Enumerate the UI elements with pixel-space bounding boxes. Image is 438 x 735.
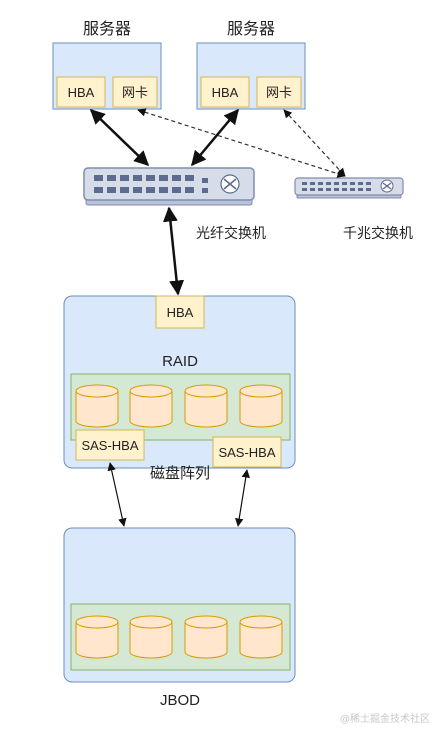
jbod-disk-4 bbox=[239, 615, 283, 659]
raid-array: HBA RAID SAS-HBA SAS-HBA 磁盘阵列 bbox=[63, 295, 296, 482]
link-server2-hba-fiber bbox=[191, 108, 239, 167]
server-1: 服务器 HBA 网卡 bbox=[52, 19, 162, 110]
fiber-switch-label: 光纤交换机 bbox=[196, 225, 266, 242]
server-2-nic-label: 网卡 bbox=[266, 85, 292, 100]
raid-disks bbox=[75, 384, 283, 428]
link-server1-nic-gigabit bbox=[137, 108, 346, 178]
link-fiber-raid bbox=[162, 206, 185, 296]
link-server2-nic-gigabit bbox=[283, 109, 346, 177]
server-1-title: 服务器 bbox=[83, 19, 131, 38]
server-2-title: 服务器 bbox=[227, 19, 275, 38]
server-1-nic-label: 网卡 bbox=[122, 85, 148, 100]
raid-hba-label: HBA bbox=[167, 305, 194, 320]
raid-disk-1 bbox=[75, 384, 119, 428]
link-sas-right-jbod bbox=[235, 469, 250, 527]
raid-label: RAID bbox=[162, 353, 198, 370]
server-2-hba bbox=[200, 76, 250, 108]
raid-sas-hba-left-label: SAS-HBA bbox=[81, 438, 138, 453]
raid-sas-hba-right-label: SAS-HBA bbox=[218, 445, 275, 460]
server-2: 服务器 HBA 网卡 bbox=[196, 19, 306, 110]
server-1-nic bbox=[112, 76, 158, 108]
raid-sas-hba-right bbox=[212, 436, 282, 468]
raid-disk-3 bbox=[184, 384, 228, 428]
server-1-hba bbox=[56, 76, 106, 108]
jbod: JBOD bbox=[63, 527, 296, 709]
gigabit-switch-label: 千兆交换机 bbox=[343, 225, 413, 242]
gigabit-switch: 千兆交换机 bbox=[294, 177, 413, 242]
server-2-hba-label: HBA bbox=[212, 85, 239, 100]
raid-hba bbox=[155, 295, 205, 329]
server-1-hba-label: HBA bbox=[68, 85, 95, 100]
raid-sas-hba-left bbox=[75, 429, 145, 461]
jbod-disk-3 bbox=[184, 615, 228, 659]
server-2-nic bbox=[256, 76, 302, 108]
jbod-disk-1 bbox=[75, 615, 119, 659]
raid-disk-4 bbox=[239, 384, 283, 428]
gigabit-switch-ports bbox=[302, 182, 371, 191]
fiber-switch: 光纤交换机 bbox=[83, 167, 266, 242]
raid-disk-2 bbox=[129, 384, 173, 428]
link-server1-hba-fiber bbox=[89, 108, 150, 167]
watermark: @稀土掘金技术社区 bbox=[340, 712, 430, 725]
jbod-disks bbox=[75, 615, 283, 659]
raid-caption: 磁盘阵列 bbox=[150, 464, 210, 482]
link-sas-left-jbod bbox=[107, 462, 127, 527]
jbod-label: JBOD bbox=[160, 692, 200, 709]
fiber-switch-ports bbox=[94, 175, 208, 193]
jbod-disk-2 bbox=[129, 615, 173, 659]
